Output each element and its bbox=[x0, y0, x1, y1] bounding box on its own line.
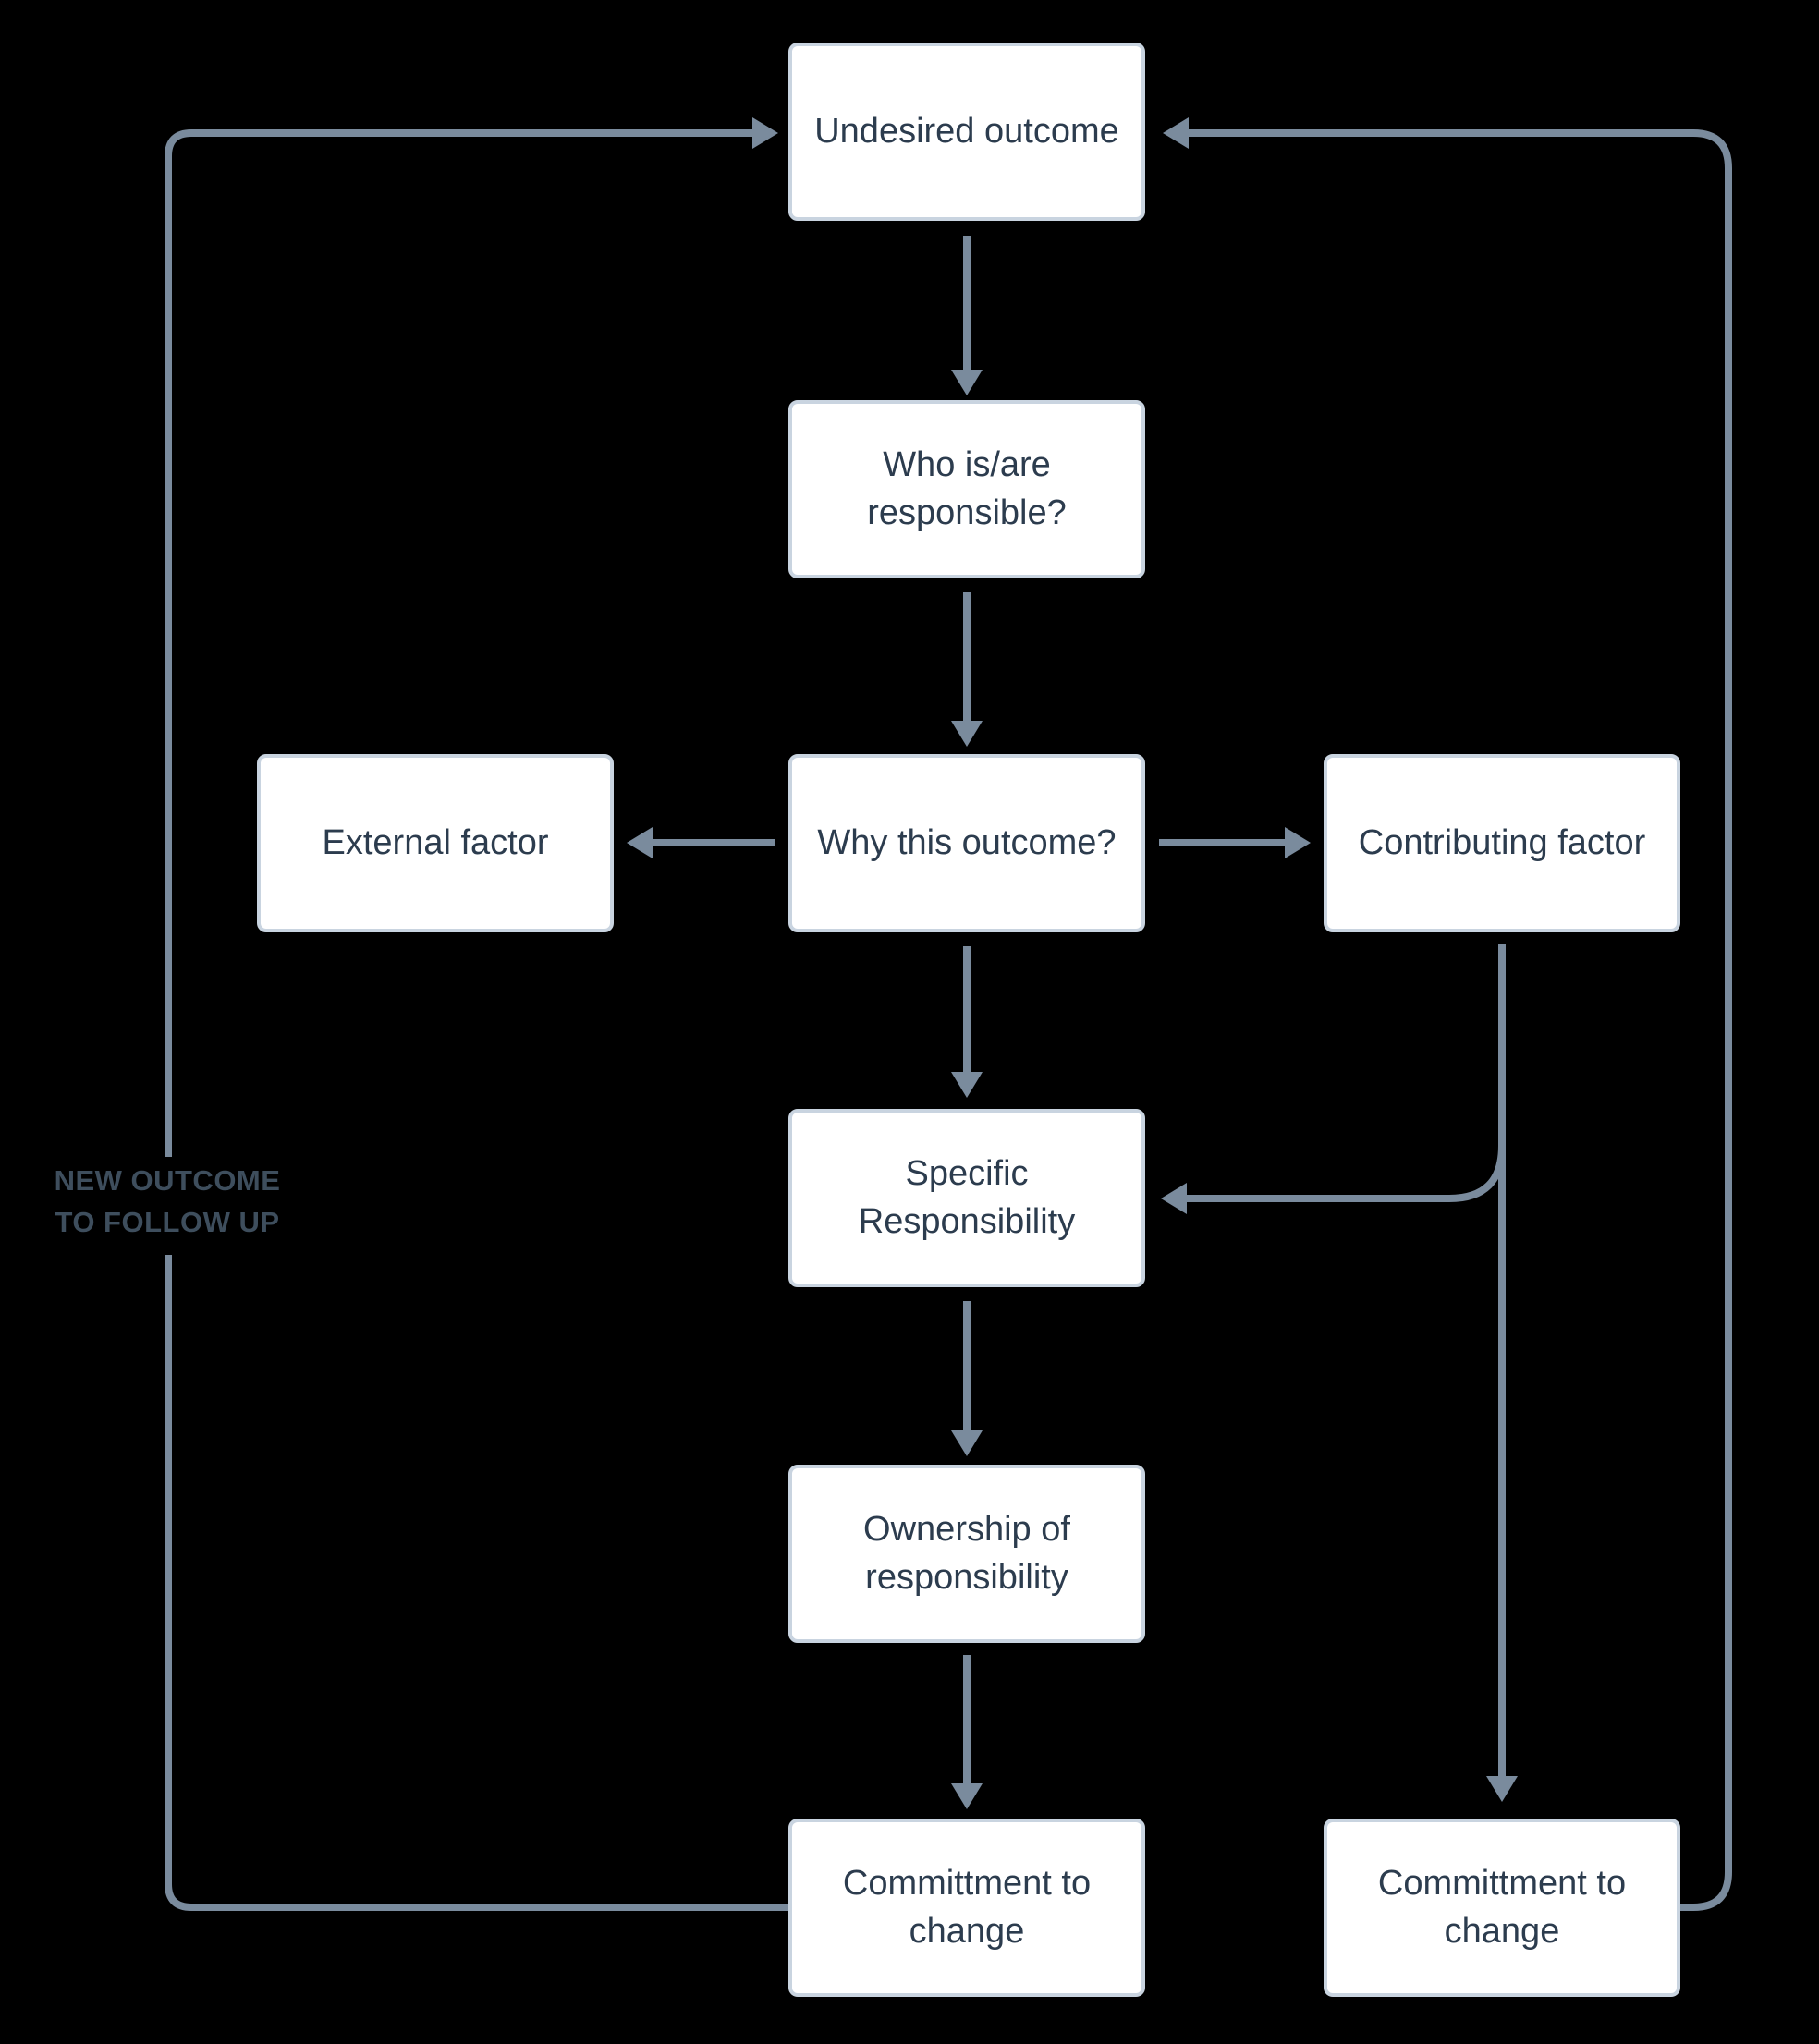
node-undesired-outcome-label: Undesired outcome bbox=[814, 111, 1119, 151]
node-commitment-to-change-right-label: Committment to change bbox=[1377, 1864, 1627, 1951]
loop-label-line1: NEW OUTCOME bbox=[54, 1164, 281, 1197]
edge-loop-left-upper bbox=[165, 129, 752, 1157]
arrowhead-right-contributing-icon bbox=[1285, 827, 1311, 858]
arrowhead-left-specific-icon bbox=[1161, 1183, 1187, 1214]
node-external-factor: External factor bbox=[257, 754, 614, 932]
node-commitment-to-change-center: Committment to change bbox=[788, 1819, 1145, 1997]
node-undesired-outcome: Undesired outcome bbox=[788, 43, 1145, 221]
node-specific-responsibility-label: Specific Responsibility bbox=[858, 1154, 1076, 1241]
arrowhead-right-undesired-icon bbox=[752, 117, 778, 149]
arrowhead-down-ownership-icon bbox=[951, 1430, 983, 1456]
edge-loop-left-lower bbox=[165, 1255, 788, 1911]
loop-label-new-outcome: NEW OUTCOME TO FOLLOW UP bbox=[29, 1161, 306, 1244]
node-ownership-responsibility-label: Ownership of responsibility bbox=[863, 1510, 1070, 1597]
node-why-outcome: Why this outcome? bbox=[788, 754, 1145, 932]
node-specific-responsibility: Specific Responsibility bbox=[788, 1109, 1145, 1287]
edge-contributing-branch-to-specific bbox=[1187, 1145, 1506, 1202]
node-contributing-factor-label: Contributing factor bbox=[1358, 822, 1646, 862]
node-contributing-factor: Contributing factor bbox=[1324, 754, 1680, 932]
arrowhead-down-commitment-right-icon bbox=[1486, 1776, 1518, 1802]
node-commitment-to-change-center-label: Committment to change bbox=[842, 1864, 1092, 1951]
node-who-responsible: Who is/are responsible? bbox=[788, 400, 1145, 578]
arrowhead-down-commitment-center-icon bbox=[951, 1783, 983, 1809]
arrowhead-down-who-icon bbox=[951, 370, 983, 395]
arrowhead-down-why-icon bbox=[951, 721, 983, 747]
node-commitment-to-change-right: Committment to change bbox=[1324, 1819, 1680, 1997]
loop-label-line2: TO FOLLOW UP bbox=[55, 1205, 280, 1238]
arrowhead-down-specific-icon bbox=[951, 1072, 983, 1098]
edge-loop-right bbox=[1189, 129, 1732, 1911]
arrowhead-left-external-icon bbox=[627, 827, 653, 858]
node-external-factor-label: External factor bbox=[322, 822, 549, 862]
arrowhead-left-undesired-icon bbox=[1163, 117, 1189, 149]
node-who-responsible-label: Who is/are responsible? bbox=[867, 445, 1067, 532]
node-ownership-responsibility: Ownership of responsibility bbox=[788, 1465, 1145, 1643]
node-why-outcome-label: Why this outcome? bbox=[817, 822, 1117, 862]
